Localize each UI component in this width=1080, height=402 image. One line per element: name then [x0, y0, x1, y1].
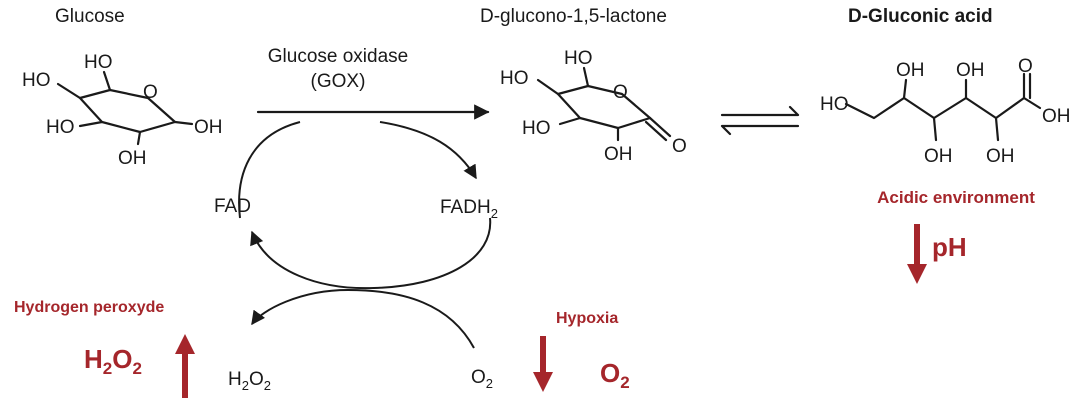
glucose-group-oh-2: OH	[118, 148, 147, 169]
enzyme-abbreviation: (GOX)	[311, 71, 366, 92]
gluconic-acid-title: D-Gluconic acid	[848, 6, 993, 27]
cycle-arc-lower	[250, 217, 492, 290]
peroxide-up-arrow-icon	[175, 334, 195, 398]
lactone-group-ho-3: HO	[522, 118, 551, 139]
glucose-group-ho-3: HO	[46, 117, 75, 138]
h2o2-product-label: H2O2	[228, 369, 271, 393]
ph-label: pH	[932, 232, 967, 262]
hypoxia-oxygen-formula: O2	[600, 358, 630, 392]
fadh2-label: FADH2	[440, 197, 498, 221]
lactone-ring-oxygen: O	[613, 82, 628, 103]
lactone-group-ho-1: HO	[500, 68, 529, 89]
gluconic-group-oh-1: OH	[896, 60, 925, 81]
glucose-ring-oxygen: O	[143, 82, 158, 103]
o2-reactant-label: O2	[471, 367, 493, 391]
hydrogen-peroxide-effect: Hydrogen peroxyde H2O2	[14, 299, 195, 398]
gluconic-carboxyl-oh: OH	[1042, 106, 1071, 127]
glucose-molecule: Glucose HO HO O HO OH OH	[22, 6, 223, 169]
gluconic-group-oh-4: OH	[986, 146, 1015, 167]
glucose-group-ho-1: HO	[22, 70, 51, 91]
acidic-effect: Acidic environment pH	[877, 188, 1035, 284]
gluconic-group-oh-2: OH	[956, 60, 985, 81]
hydrogen-peroxide-formula: H2O2	[84, 344, 142, 378]
hypoxia-label: Hypoxia	[556, 310, 618, 327]
gluconic-acid-molecule: D-Gluconic acid OH OH O HO OH OH OH	[820, 6, 1071, 167]
gluconic-carbonyl-oxygen: O	[1018, 56, 1033, 77]
glucose-group-oh-1: OH	[194, 117, 223, 138]
glucose-title: Glucose	[55, 6, 125, 27]
ph-down-arrow-icon	[907, 224, 927, 284]
lactone-molecule: D-glucono-1,5-lactone HO HO O HO O OH	[480, 6, 687, 165]
oxygen-consumption-arc	[251, 288, 475, 349]
enzyme-label: Glucose oxidase (GOX)	[268, 46, 408, 92]
lactone-title: D-glucono-1,5-lactone	[480, 6, 667, 27]
hypoxia-effect: Hypoxia O2	[533, 310, 630, 392]
lactone-carbonyl-oxygen: O	[672, 136, 687, 157]
glucose-group-ho-2: HO	[84, 52, 113, 73]
lactone-group-ho-2: HO	[564, 48, 593, 69]
gluconic-group-ho: HO	[820, 94, 849, 115]
lactone-group-oh: OH	[604, 144, 633, 165]
fad-label: FAD	[214, 196, 251, 217]
gluconic-group-oh-3: OH	[924, 146, 953, 167]
gluconic-acid-chain-structure	[844, 72, 1042, 142]
cycle-arc-upper-right	[379, 121, 477, 180]
cycle-arc-upper-left	[238, 121, 301, 219]
enzyme-name: Glucose oxidase	[268, 46, 408, 67]
oxygen-down-arrow-icon	[533, 336, 553, 392]
fad-redox-cycle: FAD FADH2 H2O2 O2	[214, 121, 498, 393]
hydrogen-peroxide-label: Hydrogen peroxyde	[14, 299, 164, 316]
glucose-ring-structure	[56, 70, 194, 146]
acidic-environment-label: Acidic environment	[877, 188, 1035, 207]
lactone-ring-structure	[536, 66, 672, 142]
equilibrium-arrows	[720, 105, 800, 136]
